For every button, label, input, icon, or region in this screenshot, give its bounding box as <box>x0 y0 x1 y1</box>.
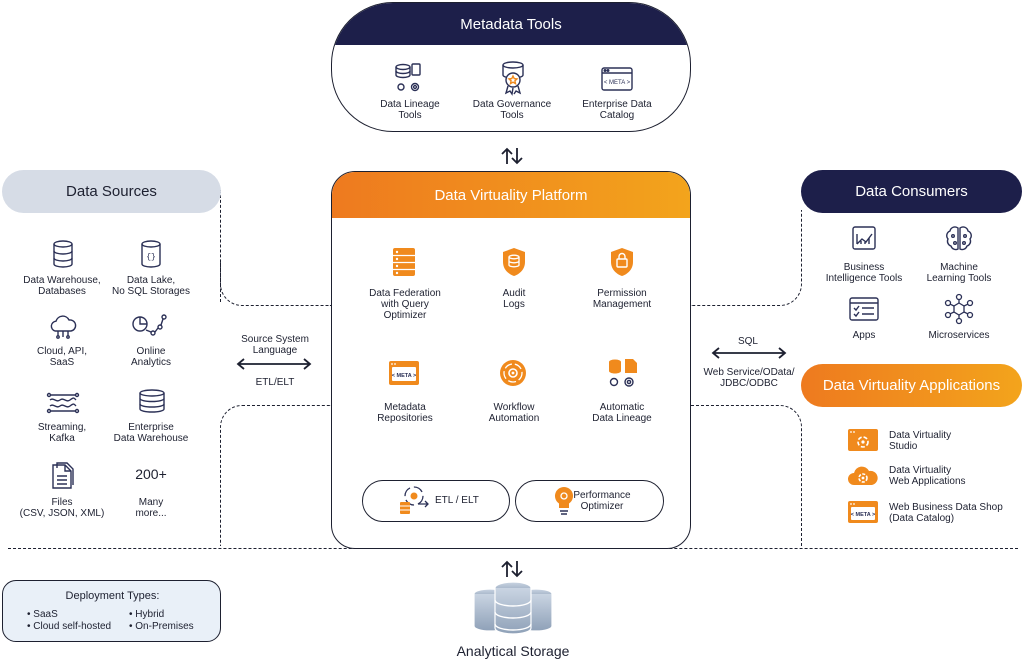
performance-label: Performance Optimizer <box>573 490 631 512</box>
left-connector-top-label: Source System Language <box>241 334 309 356</box>
metadata-item-label: Data Governance Tools <box>472 99 552 121</box>
consumer-label: Microservices <box>928 330 990 341</box>
deployment-types-box: Deployment Types: • SaaS • Cloud self-ho… <box>2 580 221 642</box>
data-source-label: Data Lake, No SQL Storages <box>111 275 190 297</box>
right-connector-top-label: SQL <box>737 336 758 347</box>
consumer-label: Business Intelligence Tools <box>825 262 903 284</box>
bi-chart-icon <box>851 225 877 253</box>
left-top-dashed-curve <box>220 260 331 306</box>
streaming-icon <box>46 391 80 415</box>
up-down-arrows-icon <box>499 146 525 166</box>
microservices-icon <box>943 293 975 325</box>
data-source-label: Enterprise Data Warehouse <box>113 422 189 444</box>
analytical-storage-label: Analytical Storage <box>456 643 570 659</box>
platform-item-label: Permission Management <box>592 288 652 310</box>
svg-text:< META >: < META > <box>392 373 416 379</box>
left-bottom-dashed-curve <box>220 405 331 546</box>
analytics-icon <box>131 313 167 339</box>
cloud-icon <box>47 314 79 340</box>
right-connector-bottom-label: Web Service/OData/ JDBC/ODBC <box>703 367 795 389</box>
database-icon <box>51 240 75 268</box>
consumer-label: Machine Learning Tools <box>926 262 992 284</box>
audit-shield-icon <box>500 246 528 278</box>
apps-icon <box>848 296 880 322</box>
lineage-icon <box>605 357 639 391</box>
files-icon <box>50 461 78 491</box>
up-down-arrows-icon <box>499 559 525 579</box>
right-double-arrow-icon <box>710 346 788 360</box>
left-double-arrow-icon <box>235 357 313 371</box>
cloud-gear-icon <box>845 463 881 489</box>
platform-item-label: Workflow Automation <box>488 402 540 424</box>
svg-text:{}: {} <box>146 253 156 262</box>
deployment-item: • SaaS <box>27 609 58 620</box>
meta-catalog-icon: < META > <box>600 66 634 94</box>
deployment-item: • Cloud self-hosted <box>27 621 112 632</box>
platform-title: Data Virtuality Platform <box>332 172 690 218</box>
analytical-storage-icon <box>470 580 556 640</box>
left-top-dashed-line <box>220 190 221 302</box>
lock-shield-icon <box>608 246 636 278</box>
deployment-item: • Hybrid <box>129 609 165 620</box>
dv-app-label: Web Business Data Shop (Data Catalog) <box>889 502 1003 524</box>
data-source-label: Data Warehouse, Databases <box>23 275 101 297</box>
meta-shop-icon: < META > <box>847 500 879 524</box>
meta-icon: < META > <box>388 360 420 386</box>
data-source-label: Many more... <box>135 497 167 519</box>
lightbulb-icon <box>552 485 576 517</box>
gear-circle-icon <box>498 358 528 388</box>
consumer-label: Apps <box>852 330 876 341</box>
platform-item-label: Data Federation with Query Optimizer <box>369 288 441 321</box>
server-icon <box>391 246 417 278</box>
data-source-label: Online Analytics <box>130 346 171 368</box>
performance-optimizer-pill: Performance Optimizer <box>515 480 664 522</box>
platform-item-label: Metadata Repositories <box>377 402 433 424</box>
deployment-item: • On-Premises <box>129 621 194 632</box>
deployment-list: • SaaS • Cloud self-hosted <box>27 609 111 633</box>
dv-applications-title: Data Virtuality Applications <box>801 364 1022 407</box>
platform-item-label: Automatic Data Lineage <box>592 402 652 424</box>
etl-label: ETL / ELT <box>435 495 479 506</box>
data-lineage-icon <box>392 62 426 96</box>
data-source-label: Files (CSV, JSON, XML) <box>19 497 105 519</box>
many-more-count: 200+ <box>135 466 167 482</box>
data-sources-title: Data Sources <box>2 170 221 213</box>
metadata-tools-title: Metadata Tools <box>332 3 690 45</box>
warehouse-icon <box>136 389 168 415</box>
metadata-item-label: Data Lineage Tools <box>380 99 440 121</box>
left-connector-bottom-label: ETL/ELT <box>255 377 295 388</box>
data-source-label: Streaming, Kafka <box>37 422 87 444</box>
deployment-list: • Hybrid • On-Premises <box>129 609 194 633</box>
studio-icon <box>847 428 879 452</box>
data-governance-icon <box>496 60 530 96</box>
dv-app-label: Data Virtuality Web Applications <box>889 465 966 487</box>
svg-text:< META >: < META > <box>604 80 631 86</box>
deployment-title: Deployment Types: <box>65 590 160 602</box>
right-bottom-dashed-curve <box>691 405 802 546</box>
data-source-label: Cloud, API, SaaS <box>36 346 88 368</box>
platform-item-label: Audit Logs <box>502 288 526 310</box>
metadata-item-label: Enterprise Data Catalog <box>582 99 652 121</box>
brain-icon <box>944 224 974 254</box>
data-lake-icon: {} <box>139 240 163 268</box>
svg-text:< META >: < META > <box>851 512 875 518</box>
etl-elt-pill: ETL / ELT <box>362 480 510 522</box>
etl-icon <box>396 484 432 518</box>
right-top-dashed-curve <box>691 210 802 306</box>
dv-app-label: Data Virtuality Studio <box>889 430 952 452</box>
metadata-tools-panel: Metadata Tools <box>331 2 691 132</box>
data-consumers-title: Data Consumers <box>801 170 1022 213</box>
